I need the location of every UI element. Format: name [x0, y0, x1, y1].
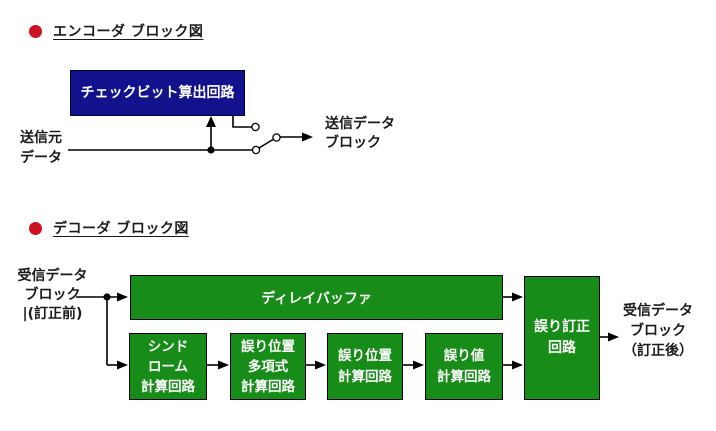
encoder-wires: [68, 116, 313, 155]
bullet-icon: [29, 24, 42, 38]
error-correction-box: 誤り訂正 回路: [524, 276, 600, 400]
check-bit-calculation-box: チェックビット算出回路: [70, 70, 245, 116]
bullet-icon: [29, 221, 42, 235]
arrow-position-to-value-head: [413, 360, 424, 370]
decoder-output-arrowhead: [608, 332, 619, 342]
syndrome-calculation-box: シンド ローム 計算回路: [129, 333, 207, 400]
encoder-switch-pole: [272, 133, 281, 142]
decoder-input-arrowhead-bottom: [117, 360, 128, 370]
decoder-output-label: 受信データ ブロック （訂正後）: [623, 303, 693, 359]
encoder-up-arrowhead: [206, 116, 216, 127]
encoder-switch-contact-top: [251, 122, 260, 132]
encoder-title: エンコーダ ブロック図: [53, 24, 204, 40]
arrow-syndrome-to-poly-head: [218, 360, 229, 370]
delay-buffer-box: ディレイバッファ: [130, 275, 503, 320]
decoder-input-arrowhead-top: [117, 292, 128, 302]
decoder-title: デコーダ ブロック図: [53, 221, 189, 237]
error-position-calculation-box: 誤り位置 計算回路: [327, 333, 403, 400]
encoder-output-label: 送信データ ブロック: [325, 116, 395, 151]
error-value-calculation-box: 誤り値 計算回路: [425, 333, 503, 400]
arrow-value-to-correction-head: [512, 360, 523, 370]
decoder-wires: [76, 292, 619, 370]
encoder-section-title: エンコーダ ブロック図: [29, 21, 203, 41]
encoder-switch-lever-line: [258, 138, 274, 149]
encoder-source-label: 送信元 データ: [20, 130, 62, 166]
error-locator-polynomial-box: 誤り位置 多項式 計算回路: [230, 333, 306, 400]
encoder-checkbit-branch-line: [232, 116, 252, 128]
arrow-poly-to-position-head: [315, 360, 326, 370]
decoder-input-label: 受信データ ブロック |(訂正前): [17, 268, 88, 322]
decoder-section-title: デコーダ ブロック図: [29, 218, 189, 238]
encoder-junction-dot: [207, 146, 215, 154]
encoder-switch-contact-bottom: [251, 145, 261, 155]
arrow-delay-to-correction-head: [512, 292, 523, 302]
encoder-output-arrowhead: [302, 132, 313, 142]
